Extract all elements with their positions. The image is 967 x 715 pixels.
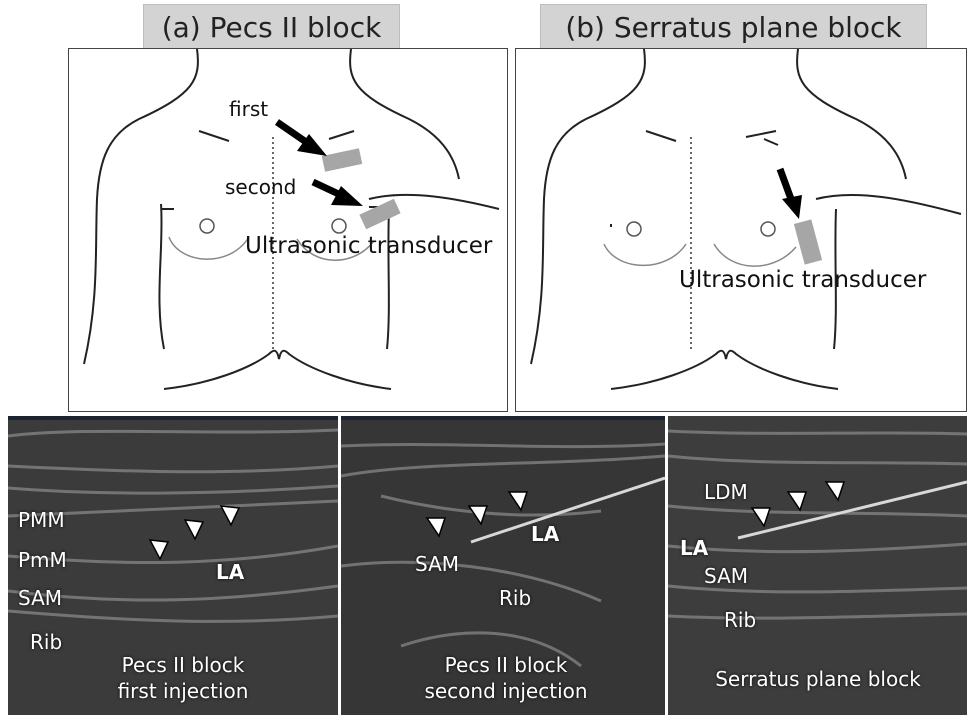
caption-2-line2: second injection xyxy=(381,678,631,704)
title-serratus: (b) Serratus plane block xyxy=(540,4,927,52)
label-la-2: LA xyxy=(531,522,559,546)
caption-2-line1: Pecs II block xyxy=(381,652,631,678)
label-first: first xyxy=(229,97,268,121)
torso-outline-a xyxy=(69,49,507,411)
label-transducer-b: Ultrasonic transducer xyxy=(679,267,926,293)
caption-2: Pecs II block second injection xyxy=(381,652,631,704)
label-la: LA xyxy=(216,560,244,584)
label-second: second xyxy=(225,175,296,199)
ultrasound-serratus: LDM LA SAM Rib Serratus plane block xyxy=(668,416,967,715)
caption-1-line2: first injection xyxy=(68,678,298,704)
diagram-serratus: Ultrasonic transducer xyxy=(515,48,967,412)
label-la-3: LA xyxy=(680,536,708,560)
torso-outline-b xyxy=(516,49,966,411)
caption-1: Pecs II block first injection xyxy=(68,652,298,704)
transducer-shape-b xyxy=(794,219,822,264)
label-pmm: PMM xyxy=(18,508,65,532)
label-rib-2: Rib xyxy=(499,586,531,610)
caption-1-line1: Pecs II block xyxy=(68,652,298,678)
label-pmm-minor: PmM xyxy=(18,548,67,572)
ultrasound-pecs-first: PMM PmM SAM Rib LA Pecs II block first i… xyxy=(8,416,338,715)
label-rib-3: Rib xyxy=(724,608,756,632)
ultrasound-pecs-second: SAM Rib LA Pecs II block second injectio… xyxy=(341,416,665,715)
title-pecs-ii: (a) Pecs II block xyxy=(143,4,400,52)
label-rib: Rib xyxy=(30,630,62,654)
label-ldm: LDM xyxy=(704,480,748,504)
label-transducer-a: Ultrasonic transducer xyxy=(245,233,492,259)
label-sam-3: SAM xyxy=(704,564,748,588)
label-sam-2: SAM xyxy=(415,552,459,576)
label-sam: SAM xyxy=(18,586,62,610)
diagram-pecs-ii: first second Ultrasonic transducer xyxy=(68,48,508,412)
caption-3: Serratus plane block xyxy=(678,666,958,692)
